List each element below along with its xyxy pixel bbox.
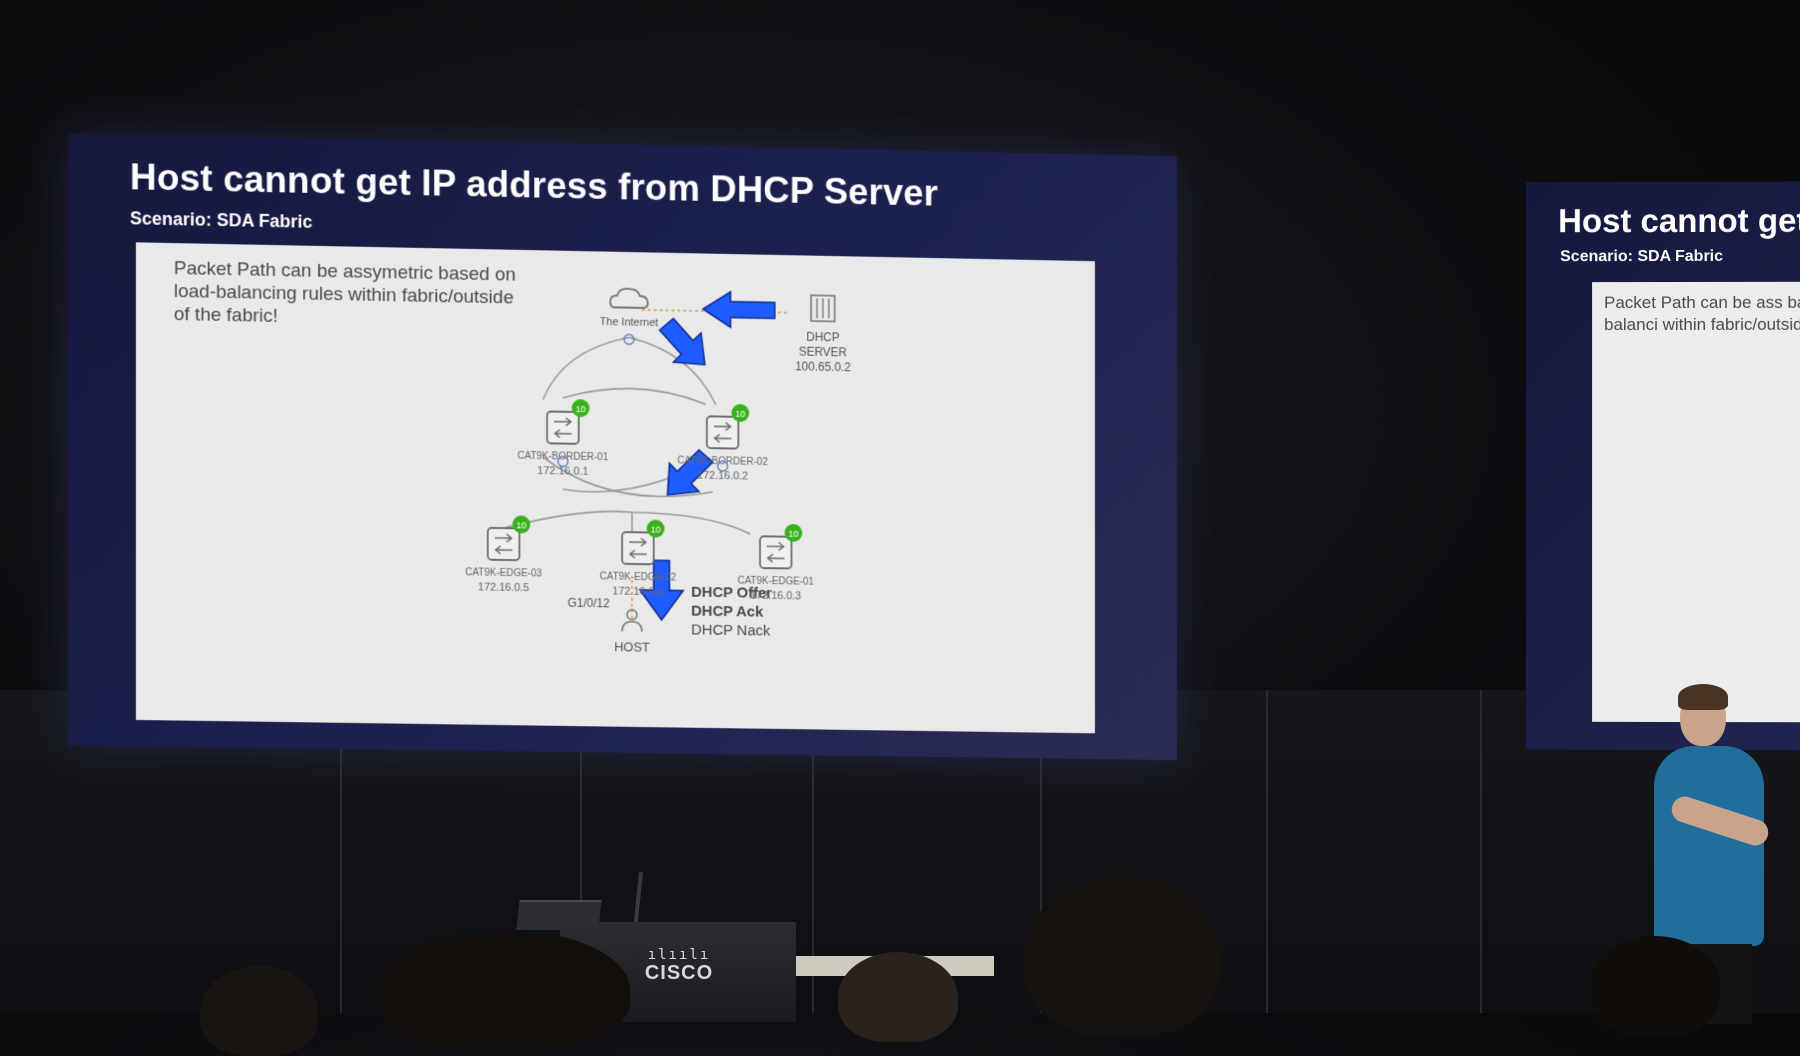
chevron-down-icon (624, 334, 634, 344)
wall-seam (812, 690, 814, 1013)
switch-icon (760, 536, 791, 568)
status-badge-text: 10 (516, 520, 526, 530)
switch-icon (622, 532, 654, 564)
device-ip: 172.16.0.3 (750, 590, 801, 603)
audience-head (200, 966, 318, 1056)
wall-seam (340, 690, 342, 1013)
dhcp-server-ip: 100.65.0.2 (795, 359, 851, 374)
port-label: G1/0/12 (568, 596, 610, 611)
device-ip: 172.16.0.4 (612, 586, 663, 599)
internet-label: The Internet (600, 316, 658, 329)
device-name: CAT9K-BORDER-02 (677, 456, 768, 468)
audience-head (838, 952, 958, 1042)
status-badge (571, 399, 590, 418)
cisco-logo: ılıılı CISCO (644, 947, 714, 984)
device-name: CAT9K-EDGE-02 (600, 571, 677, 583)
status-badge (784, 523, 803, 542)
wall-seam (1266, 690, 1268, 1013)
switch-icon (547, 411, 579, 443)
dhcp-ack-text: DHCP Ack (691, 603, 764, 621)
arrow-down-left-icon (667, 449, 712, 495)
content-card: Packet Path can be ass based on load-bal… (1592, 281, 1800, 723)
status-badge (731, 403, 750, 423)
slide-title: Host cannot get IP address from DHCP Ser… (129, 156, 938, 214)
host-label: HOST (614, 639, 650, 654)
packet-path-note: Packet Path can be ass based on load-bal… (1604, 292, 1800, 335)
wall-seam (1040, 690, 1042, 1013)
dhcp-nack-text: DHCP Nack (691, 622, 771, 640)
status-badge-text: 10 (651, 525, 661, 535)
wall-seam (580, 690, 582, 1013)
switch-icon (707, 416, 738, 448)
audience-head (380, 930, 630, 1050)
cloud-icon (610, 288, 647, 308)
server-icon (811, 295, 835, 321)
main-slide: Host cannot get IP address from DHCP Ser… (68, 133, 1177, 761)
network-diagram: The Internet DHCP SERVER 100.65.0.2 1 (465, 242, 851, 655)
dhcp-server-label: DHCP (806, 330, 839, 344)
status-badge-text: 10 (789, 529, 799, 539)
dhcp-server-label: SERVER (799, 345, 848, 360)
dhcp-offer-text: DHCP Offer (691, 584, 772, 602)
content-card: Packet Path can be assymetric based on l… (135, 242, 1095, 734)
audience-head (1590, 936, 1720, 1036)
status-badge-text: 10 (576, 404, 586, 414)
device-ip: 172.16.0.2 (697, 470, 748, 483)
arrow-left-icon (703, 291, 775, 328)
switch-icon (488, 528, 520, 560)
status-badge-text: 10 (735, 409, 745, 419)
status-badge (646, 519, 665, 538)
audience-head (1024, 876, 1220, 1036)
wall-seam (1480, 690, 1482, 1013)
user-icon (622, 610, 642, 632)
second-slide: Host cannot get Scenario: SDA Fabric Pac… (1526, 181, 1800, 751)
arrow-down-right-icon (660, 318, 705, 365)
device-name: CAT9K-EDGE-03 (465, 567, 542, 579)
device-name: CAT9K-BORDER-01 (517, 451, 608, 464)
status-badge (512, 515, 531, 534)
device-name: CAT9K-EDGE-01 (738, 576, 815, 588)
slide-subtitle: Scenario: SDA Fabric (1560, 247, 1724, 266)
slide-title: Host cannot get (1558, 201, 1800, 240)
slide-subtitle: Scenario: SDA Fabric (129, 208, 313, 232)
device-ip: 172.16.0.1 (537, 465, 588, 478)
device-ip: 172.16.0.5 (478, 581, 529, 594)
